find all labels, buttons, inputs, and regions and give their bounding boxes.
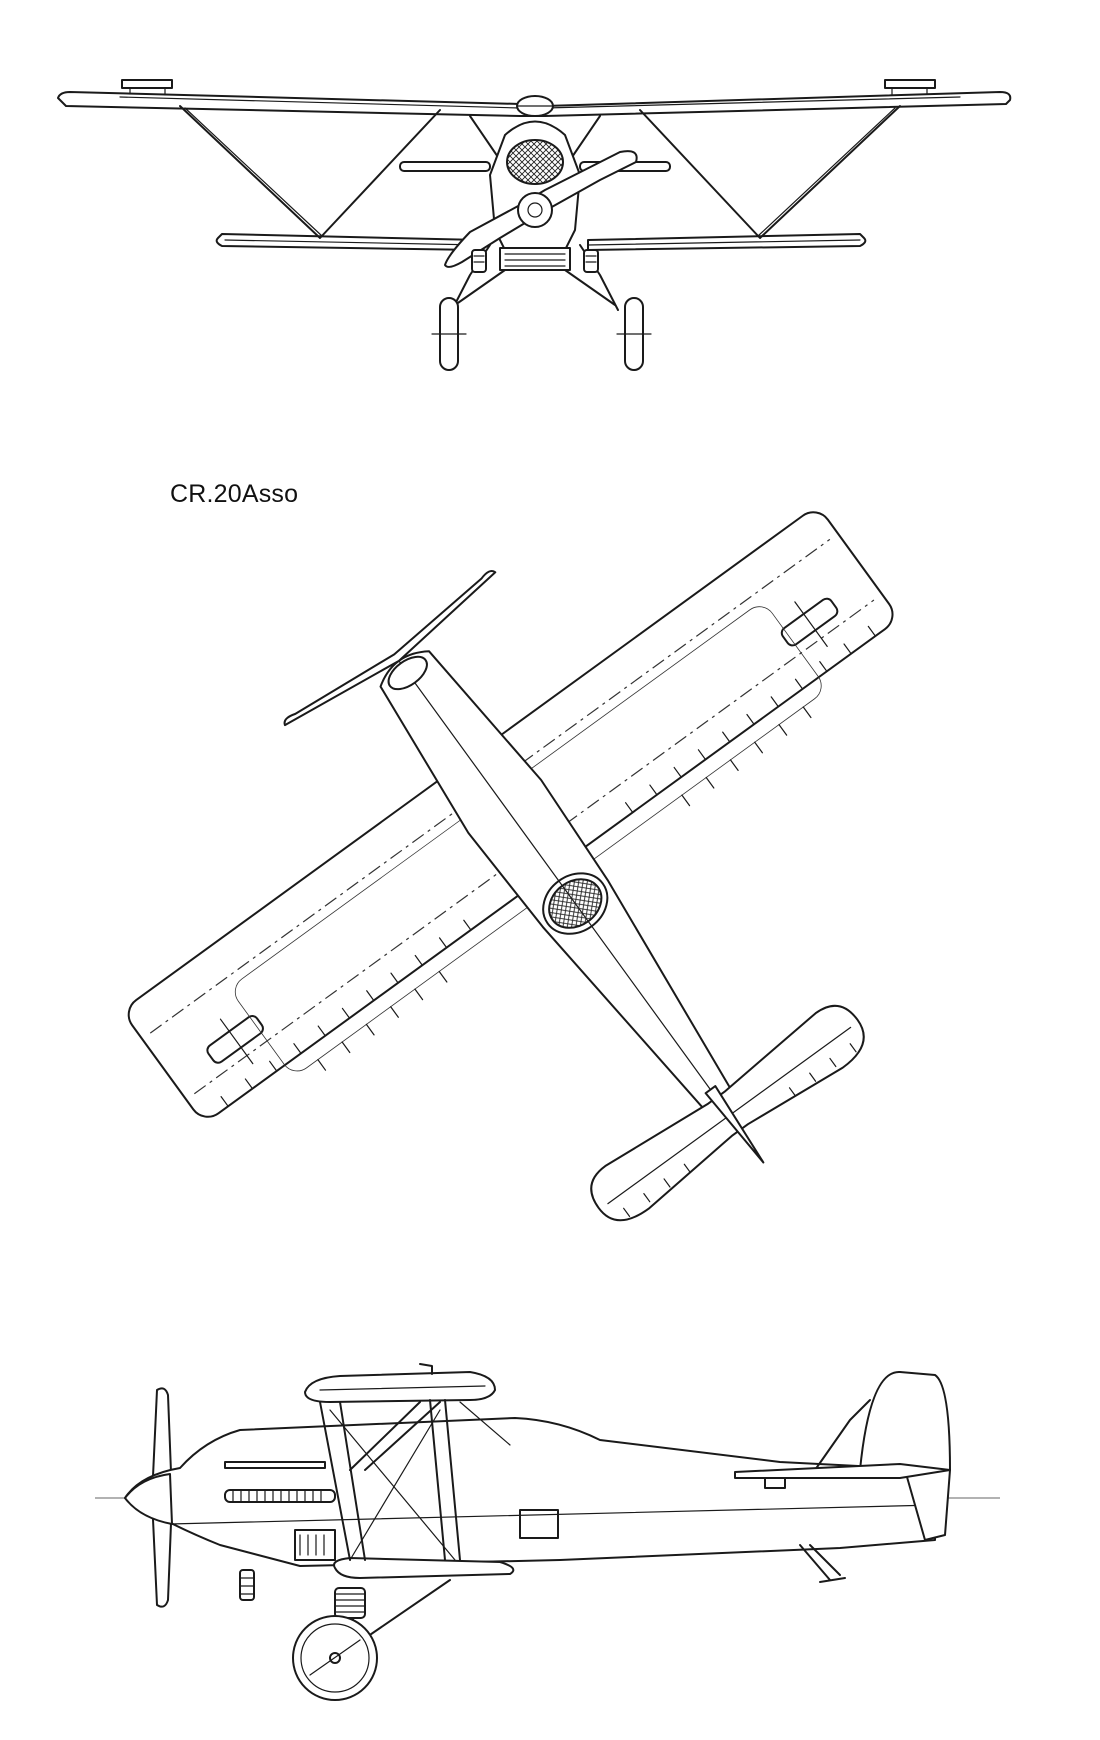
side-view	[95, 1363, 1000, 1701]
front-upper-wing	[57, 91, 1012, 117]
side-rear-strut	[429, 1399, 446, 1561]
plan-view	[127, 511, 894, 1222]
side-tailskid	[799, 1544, 831, 1581]
side-forward-strut	[319, 1401, 351, 1561]
front-left-interplane-strut	[179, 105, 441, 239]
front-radiator-grille	[506, 139, 564, 185]
side-spinner	[124, 1473, 173, 1525]
side-tail-fitting	[764, 1477, 786, 1489]
side-tailplane	[734, 1463, 951, 1479]
front-right-interplane-strut	[639, 105, 901, 239]
front-view	[57, 79, 1012, 371]
side-upper-wing	[304, 1371, 496, 1403]
side-fin-rudder	[859, 1370, 951, 1541]
plan-propeller	[283, 570, 497, 727]
aircraft-designation-label: CR.20Asso	[170, 480, 299, 508]
side-gun-trough	[224, 1461, 326, 1469]
front-spinner	[517, 192, 553, 228]
plan-cockpit	[548, 878, 603, 929]
plan-upper-wing-ribs	[220, 625, 876, 1107]
front-left-tip-fitting	[121, 79, 173, 89]
side-exhaust	[224, 1489, 336, 1503]
side-radiator	[294, 1529, 336, 1561]
side-gear-spring	[334, 1587, 366, 1619]
side-forward-spring	[239, 1569, 255, 1601]
plan-rudder	[704, 1085, 765, 1164]
front-belly-radiator	[499, 247, 571, 271]
front-left-radiator	[399, 161, 491, 172]
side-lower-wing	[333, 1557, 515, 1579]
front-right-tip-fitting	[884, 79, 936, 89]
